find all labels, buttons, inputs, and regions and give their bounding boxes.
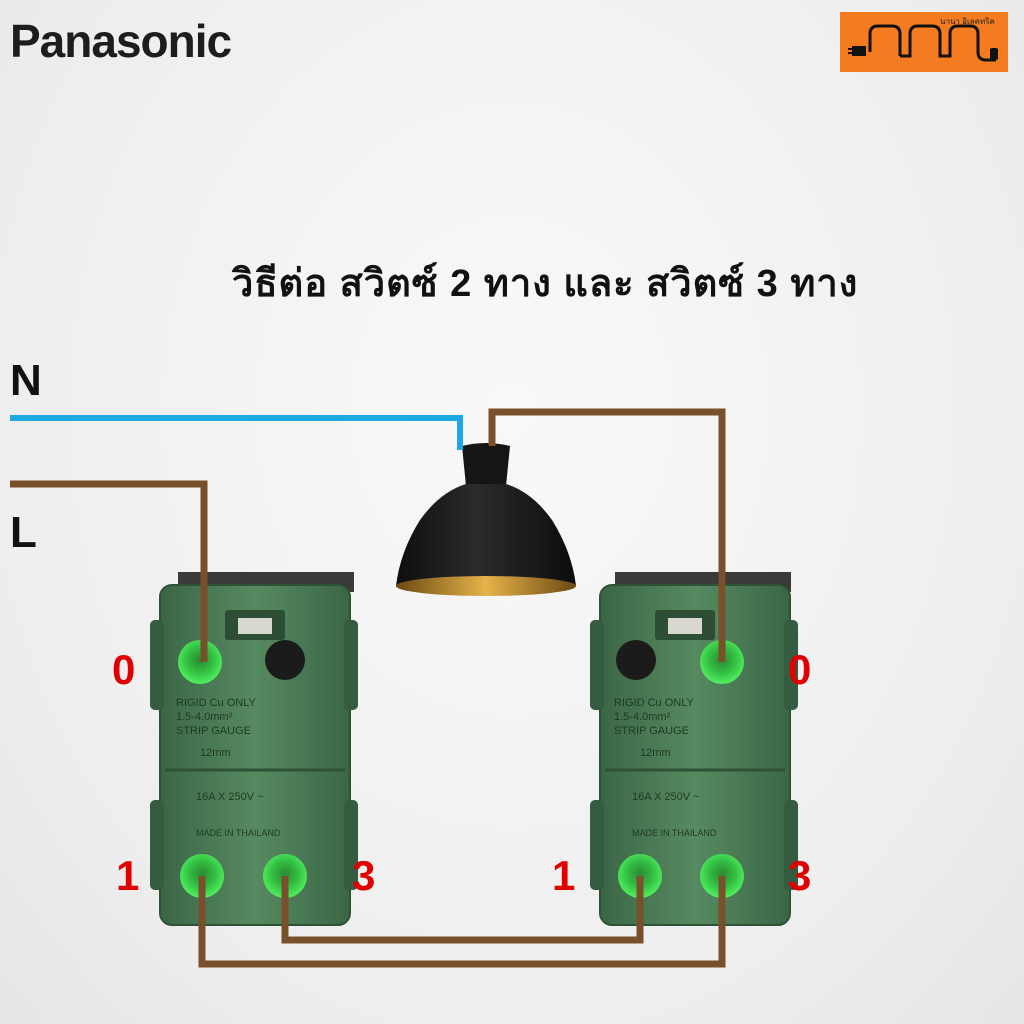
left-switch-rating: 16A X 250V ~ xyxy=(196,791,264,803)
neutral-wire xyxy=(10,415,463,450)
plug-icon xyxy=(848,24,998,62)
brand-logo-text: Panasonic xyxy=(10,15,232,67)
live-label: L xyxy=(10,508,37,557)
right-switch-print-4: 12mm xyxy=(640,747,671,759)
logo-small-text: นานา อิเลคทริค xyxy=(940,17,995,26)
left-switch-print-2: 1.5-4.0mm² xyxy=(176,711,233,723)
left-label-3: 3 xyxy=(352,852,376,899)
right-switch-rating: 16A X 250V ~ xyxy=(632,791,700,803)
traveler-wire-a xyxy=(281,876,644,944)
left-terminal-0 xyxy=(178,640,222,684)
right-label-0: 0 xyxy=(788,646,812,693)
left-switch-print-4: 12mm xyxy=(200,747,231,759)
right-switch-print-2: 1.5-4.0mm² xyxy=(614,711,671,723)
diagram-title: วิธีต่อ สวิตซ์ 2 ทาง และ สวิตซ์ 3 ทาง xyxy=(232,263,859,305)
right-switch-print-1: RIGID Cu ONLY xyxy=(614,697,695,709)
live-wire xyxy=(10,480,208,662)
left-switch-print-3: STRIP GAUGE xyxy=(176,725,251,737)
lamp-icon xyxy=(396,443,576,596)
right-label-3: 3 xyxy=(788,852,812,899)
neutral-label: N xyxy=(10,356,42,405)
left-switch-origin: MADE IN THAILAND xyxy=(196,828,281,838)
right-label-1: 1 xyxy=(552,852,576,899)
right-switch-origin: MADE IN THAILAND xyxy=(632,828,717,838)
left-switch: RIGID Cu ONLY 1.5-4.0mm² STRIP GAUGE 12m… xyxy=(150,572,358,926)
left-label-1: 1 xyxy=(116,852,140,899)
right-switch: RIGID Cu ONLY 1.5-4.0mm² STRIP GAUGE 12m… xyxy=(590,572,798,926)
right-switch-print-3: STRIP GAUGE xyxy=(614,725,689,737)
lamp-to-right-switch-wire xyxy=(488,408,726,662)
left-label-0: 0 xyxy=(112,646,136,693)
traveler-wire-b xyxy=(198,876,726,968)
left-switch-print-1: RIGID Cu ONLY xyxy=(176,697,257,709)
shop-logo: นานา อิเลคทริค xyxy=(840,12,1008,72)
